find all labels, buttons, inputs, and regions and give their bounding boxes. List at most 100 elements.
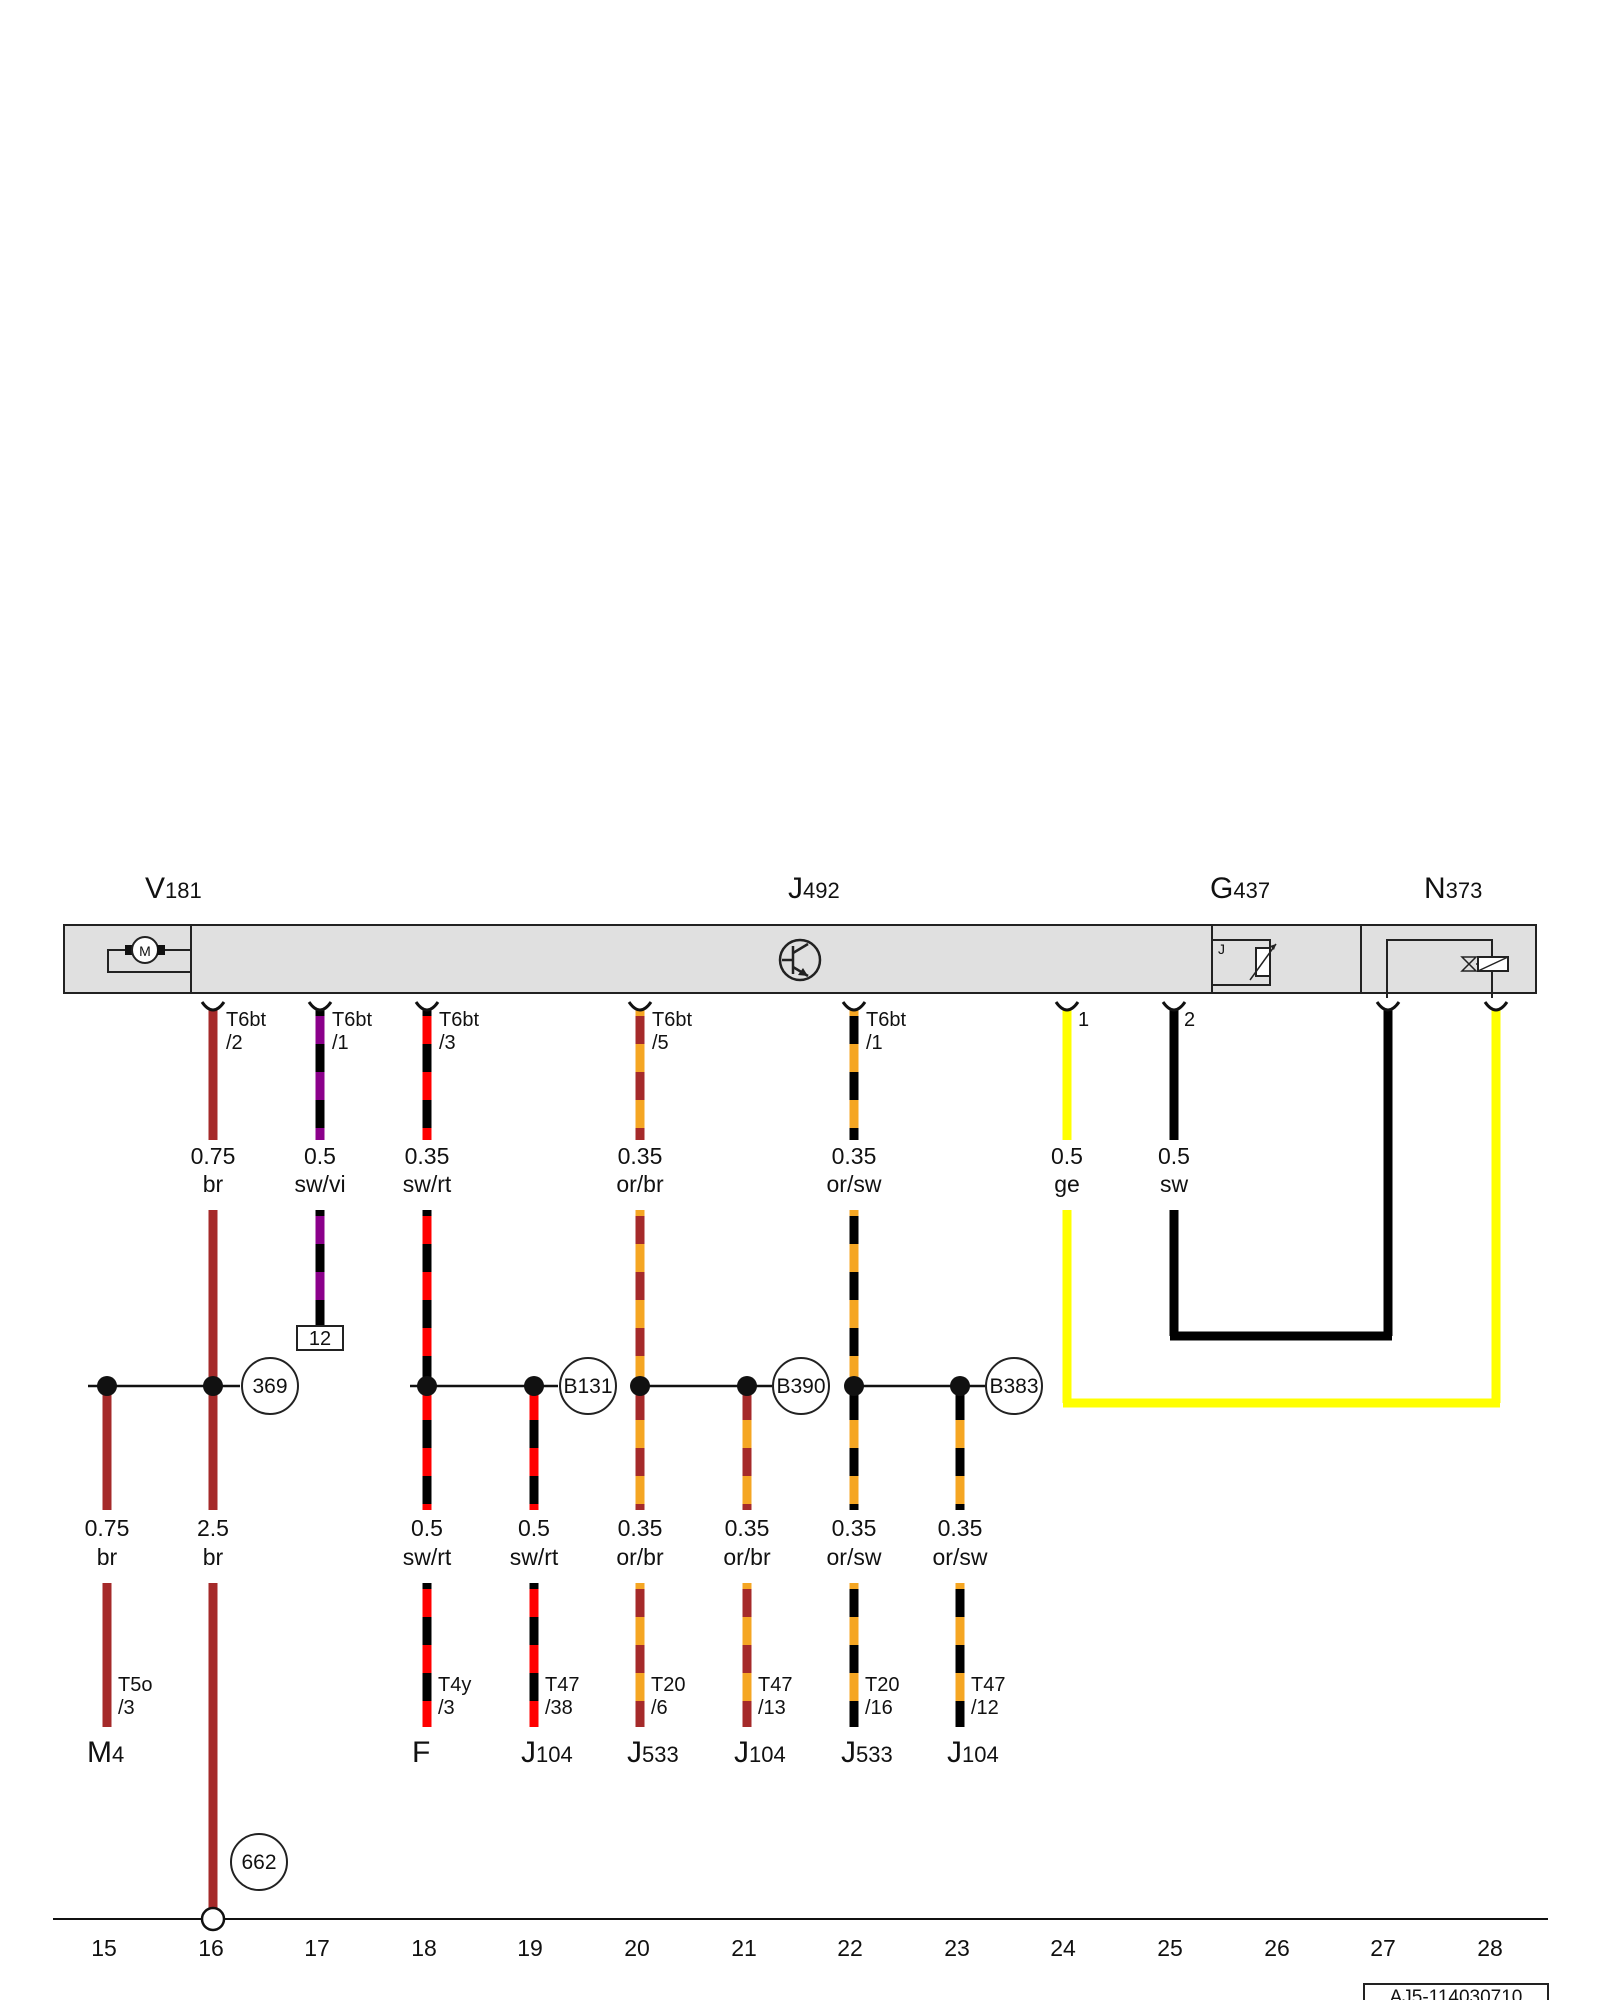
destination-j533: J533 — [627, 1736, 679, 1769]
wire-color: or/br — [616, 1544, 664, 1570]
label-n373: N373 — [1424, 872, 1482, 905]
destination-j533: J533 — [841, 1736, 893, 1769]
column-number: 24 — [1050, 1935, 1076, 1961]
pin-connector-icon — [1483, 1001, 1509, 1012]
splice-dot — [844, 1376, 864, 1396]
pin-label: T6bt — [439, 1009, 479, 1031]
connector-label: /3 — [118, 1697, 135, 1719]
wire-gauge: 0.35 — [832, 1143, 877, 1169]
splice-dot — [524, 1376, 544, 1396]
connector-label: T47 — [758, 1674, 792, 1696]
pin-label: T6bt — [866, 1009, 906, 1031]
destination-m4: M4 — [87, 1736, 124, 1769]
column-number: 16 — [198, 1935, 224, 1961]
column-number: 19 — [517, 1935, 543, 1961]
connector-label: T20 — [865, 1674, 899, 1696]
node-b131: B131 — [559, 1357, 617, 1415]
reference-box — [1363, 1983, 1549, 2000]
node-label: B383 — [989, 1375, 1038, 1398]
wire-color: or/sw — [827, 1171, 882, 1197]
pin-connector-icon — [1375, 1001, 1401, 1012]
wire-gauge: 0.35 — [405, 1143, 450, 1169]
splice-dot — [97, 1376, 117, 1396]
destination-f: F — [412, 1736, 430, 1769]
pin-connector-icon — [1161, 1001, 1187, 1012]
label-g437: G437 — [1210, 872, 1270, 905]
pin-label: T6bt — [652, 1009, 692, 1031]
label-v181: V181 — [145, 872, 202, 905]
wire-color: sw/vi — [294, 1171, 345, 1197]
wire-color: or/br — [616, 1171, 664, 1197]
pin-connector-icon — [1054, 1001, 1080, 1012]
wire-gauge: 0.5 — [518, 1515, 550, 1541]
node-b383: B383 — [985, 1357, 1043, 1415]
wire-gauge: 0.35 — [938, 1515, 983, 1541]
pin-caps-layer — [200, 1001, 1509, 1012]
node-b390: B390 — [772, 1357, 830, 1415]
connector-label: T5o — [118, 1674, 152, 1696]
wire-gauge: 0.5 — [304, 1143, 336, 1169]
splice-dot — [630, 1376, 650, 1396]
wire-gauge: 0.35 — [725, 1515, 770, 1541]
connector-label: T47 — [971, 1674, 1005, 1696]
motor-icon: M — [107, 936, 191, 973]
pin-label: 2 — [1184, 1009, 1195, 1031]
splice-dot — [203, 1376, 223, 1396]
sensor-icon: J — [1212, 939, 1277, 986]
ground-point — [200, 1906, 226, 1932]
wires-layer — [102, 1010, 1501, 1908]
column-number: 27 — [1370, 1935, 1396, 1961]
splice-dots — [97, 1376, 970, 1396]
destination-j104: J104 — [734, 1736, 786, 1769]
column-number: 18 — [411, 1935, 437, 1961]
wire-color: sw/rt — [403, 1171, 452, 1197]
wire-color: sw/rt — [510, 1544, 559, 1570]
wire-gauge: 0.75 — [191, 1143, 236, 1169]
terminal-label: 12 — [309, 1328, 331, 1350]
column-number: 28 — [1477, 1935, 1503, 1961]
connector-label: /3 — [438, 1697, 455, 1719]
wire-gauge: 0.35 — [618, 1143, 663, 1169]
wire-color: sw/rt — [403, 1544, 452, 1570]
valve-icon — [1386, 939, 1509, 998]
column-number: 23 — [944, 1935, 970, 1961]
node-369: 369 — [241, 1357, 299, 1415]
pin-connector-icon — [627, 1001, 653, 1012]
pin-label: 1 — [1078, 1009, 1089, 1031]
pin-labels: T6bt /2 T6bt /1 T6bt /3 T6bt /5 T6bt /1 … — [226, 1009, 1195, 1054]
wire-color: br — [203, 1544, 224, 1570]
wire-gauge: 0.75 — [85, 1515, 130, 1541]
bottom-connector-labels: T5o /3 T4y /3 T47 /38 T20 /6 T47 /13 T20… — [118, 1674, 1005, 1719]
wire-color: sw — [1160, 1171, 1189, 1197]
connector-label: T47 — [545, 1674, 579, 1696]
column-number: 21 — [731, 1935, 757, 1961]
connector-label: /13 — [758, 1697, 786, 1719]
destination-j104: J104 — [947, 1736, 999, 1769]
wire-gauge: 2.5 — [197, 1515, 229, 1541]
connector-label: /16 — [865, 1697, 893, 1719]
splice-dot — [950, 1376, 970, 1396]
wire-color: ge — [1054, 1171, 1080, 1197]
wire-gauge: 0.35 — [832, 1515, 877, 1541]
pin-connector-icon — [414, 1001, 440, 1012]
destination-labels: M4 F J104 J533 J104 J533 J104 — [87, 1736, 999, 1769]
wire-gauge: 0.35 — [618, 1515, 663, 1541]
wire-color: br — [203, 1171, 224, 1197]
node-label: 369 — [252, 1375, 287, 1398]
column-numbers: 15 16 17 18 19 20 21 22 23 24 25 26 27 2… — [91, 1935, 1503, 1961]
wire-color: or/br — [723, 1544, 771, 1570]
column-number: 22 — [837, 1935, 863, 1961]
pin-label: /1 — [866, 1032, 883, 1054]
wire-color: br — [97, 1544, 118, 1570]
pin-label: /5 — [652, 1032, 669, 1054]
reference-code: AJ5-114030710 — [1390, 1987, 1523, 2000]
component-housing — [63, 924, 1537, 994]
node-label: B131 — [563, 1375, 612, 1398]
pin-label: /1 — [332, 1032, 349, 1054]
splice-dot — [417, 1376, 437, 1396]
pin-label: T6bt — [332, 1009, 372, 1031]
column-number: 26 — [1264, 1935, 1290, 1961]
pin-connector-icon — [841, 1001, 867, 1012]
node-label: 662 — [241, 1851, 276, 1874]
